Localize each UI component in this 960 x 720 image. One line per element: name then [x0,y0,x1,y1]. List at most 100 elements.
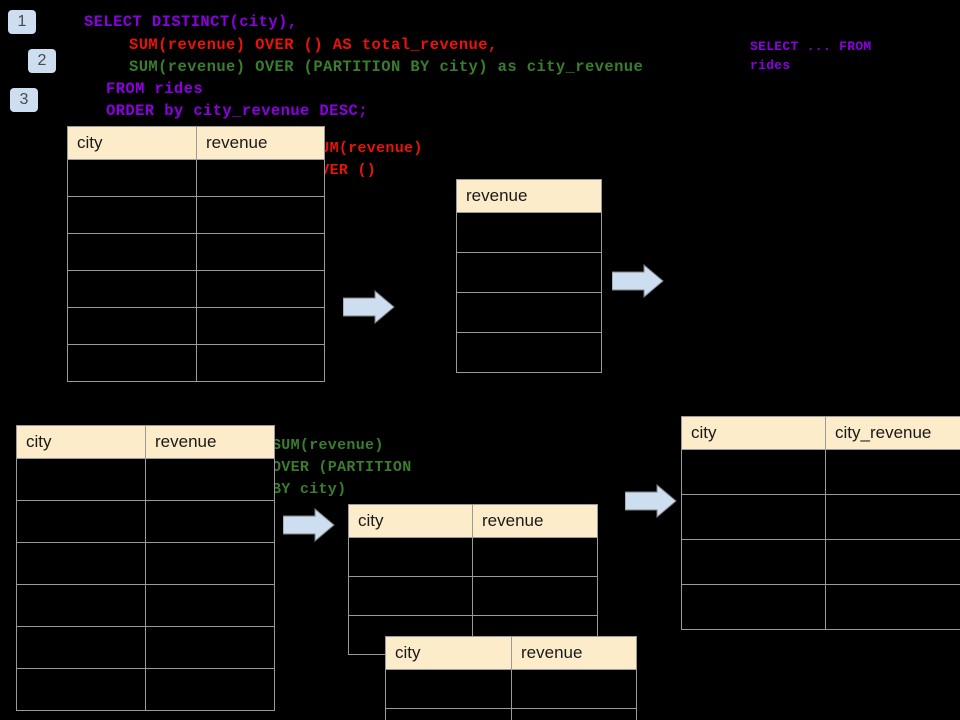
table-row [16,458,275,501]
cell-revenue [145,458,275,501]
table-header-row: city city_revenue [681,416,960,450]
sql-line-2-sum-over-total: SUM(revenue) OVER () AS total_revenue, [129,36,498,54]
annotation-sum-over-partition: SUM(revenue) OVER (PARTITION BY city) [272,437,412,498]
table-row [16,626,275,669]
table-rides-top: city revenue [67,126,325,382]
table-row [456,252,602,293]
table-row [681,539,960,585]
cell-city [16,458,146,501]
sql-line-3-sum-over-partition: SUM(revenue) OVER (PARTITION BY city) as… [129,58,644,76]
cell-city [681,584,826,630]
table-row [385,669,637,709]
cell-revenue [196,159,325,197]
step-badge-2[interactable]: 2 [28,49,56,73]
cell-city [385,669,512,709]
cell-revenue [196,307,325,345]
flow-arrow-2 [611,263,664,303]
table-row [67,270,325,308]
flow-arrow-4 [624,483,677,523]
table-row [67,233,325,271]
cell-city-revenue [825,494,960,540]
table-partition-a: city revenue [348,504,598,655]
cell-revenue [456,252,602,293]
cell-city [67,233,197,271]
sql-line-1-select-distinct: SELECT DISTINCT(city), [84,13,298,31]
table-header-row: city revenue [385,636,637,670]
table-row [67,307,325,345]
cell-city [67,307,197,345]
column-header-city: city [348,504,473,538]
column-header-revenue: revenue [456,179,602,213]
table-row [67,196,325,234]
cell-city-revenue [825,539,960,585]
cell-city [681,449,826,495]
table-row [348,576,598,616]
cell-revenue [145,542,275,585]
column-header-revenue: revenue [196,126,325,160]
table-row [16,668,275,711]
cell-city [385,708,512,720]
cell-revenue [456,292,602,333]
right-arrow-icon [282,507,335,543]
cell-revenue [456,332,602,373]
cell-city [67,270,197,308]
sql-line-4-from-rides: FROM rides [106,80,204,98]
table-row [67,344,325,382]
table-rides-bottom: city revenue [16,425,275,711]
cell-revenue [511,708,637,720]
table-row [456,292,602,333]
column-header-city-revenue: city_revenue [825,416,960,450]
annotation-sum-over-empty: SUM(revenue) OVER () [311,140,423,179]
cell-revenue [196,344,325,382]
table-row [681,494,960,540]
cell-city [16,500,146,543]
cell-revenue [145,668,275,711]
table-header-row: city revenue [67,126,325,160]
table-header-row: city revenue [16,425,275,459]
cell-revenue [472,576,598,616]
table-row [681,449,960,495]
right-arrow-icon [342,289,395,325]
right-arrow-icon [611,263,664,299]
cell-city [67,196,197,234]
table-row [16,500,275,543]
cell-revenue [196,196,325,234]
table-row [456,212,602,253]
cell-city-revenue [825,449,960,495]
right-arrow-icon [624,483,677,519]
sql-line-5-order-by: ORDER by city_revenue DESC; [106,102,368,120]
table-row [16,542,275,585]
table-partition-b: city revenue [385,636,637,720]
cell-revenue [145,500,275,543]
cell-city [16,542,146,585]
cell-city [16,626,146,669]
flow-arrow-1 [342,289,395,329]
table-row [67,159,325,197]
cell-city [681,494,826,540]
flow-arrow-3 [282,507,335,547]
column-header-revenue: revenue [472,504,598,538]
table-row [385,708,637,720]
table-header-row: city revenue [348,504,598,538]
cell-city [681,539,826,585]
step-badge-3[interactable]: 3 [10,88,38,112]
cell-city [16,668,146,711]
step-badge-1[interactable]: 1 [8,10,36,34]
table-row [348,537,598,577]
cell-revenue [196,270,325,308]
column-header-city: city [681,416,826,450]
cell-city-revenue [825,584,960,630]
table-total-revenue: revenue [456,179,602,373]
table-row [456,332,602,373]
column-header-city: city [67,126,197,160]
cell-city [67,159,197,197]
annotation-select-from-rides: SELECT ... FROM rides [750,39,872,73]
cell-revenue [511,669,637,709]
cell-city [348,576,473,616]
table-row [16,584,275,627]
column-header-revenue: revenue [511,636,637,670]
cell-revenue [145,626,275,669]
table-header-row: revenue [456,179,602,213]
cell-revenue [456,212,602,253]
